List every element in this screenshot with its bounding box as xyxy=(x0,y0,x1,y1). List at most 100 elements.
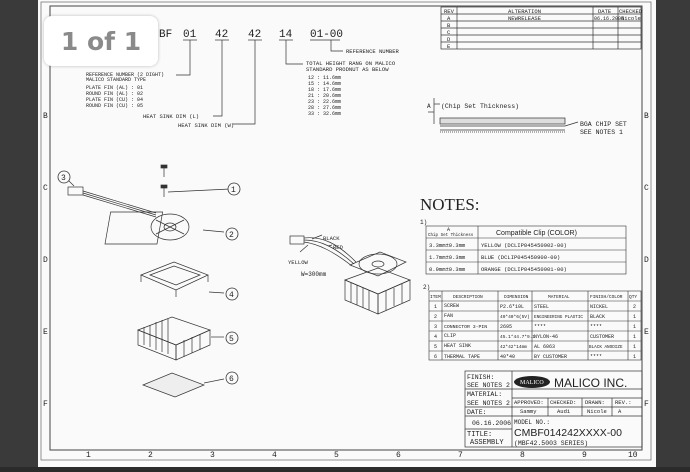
drawing-frame xyxy=(49,5,643,451)
bom-desc: CLIP xyxy=(444,333,456,339)
bom-finish: **** xyxy=(590,324,602,330)
bom-qty: 1 xyxy=(633,354,636,360)
thermal-tape xyxy=(142,372,225,398)
clip-table-thickness: 3.3mm±0.3mm xyxy=(429,242,466,249)
bom-item: 1 xyxy=(434,304,437,310)
finish-label: FINISH: xyxy=(467,374,494,381)
bom-qty: 2 xyxy=(633,304,636,310)
clip-table-clip: YELLOW (DCLIP045450902-00) xyxy=(481,242,567,249)
malico-logo: MALICO xyxy=(514,376,550,388)
model-label: MODEL NO.: xyxy=(514,419,550,426)
clip-table-thickness: 1.7mm±0.3mm xyxy=(429,254,466,261)
border-col-label: 3 xyxy=(210,451,215,460)
clip xyxy=(140,261,225,297)
title-block xyxy=(464,370,643,448)
balloon-3 xyxy=(57,170,71,184)
border-row-label: E xyxy=(43,328,48,337)
border-col-label: 10 xyxy=(628,451,638,460)
revision-header-date: DATE xyxy=(598,8,612,15)
balloon-label-4: 4 xyxy=(229,291,234,300)
border-col-label: 5 xyxy=(334,451,339,460)
bom-item: 6 xyxy=(434,354,437,360)
revision-header-checked: CHECKED xyxy=(619,8,643,15)
height-option: 21 : 20.6mm xyxy=(308,93,341,99)
bom-header: DESCRIPTION xyxy=(453,294,483,300)
balloon-label-1: 1 xyxy=(231,186,236,195)
part-code-segment: BF xyxy=(159,29,172,41)
border-row-label: F xyxy=(644,400,649,409)
border-row-label: C xyxy=(43,184,48,193)
wire-length: W=300mm xyxy=(301,271,327,278)
bom-dim: P2.6*10L xyxy=(500,304,524,310)
bom-mat: ENGINEERING PLASTIC xyxy=(534,315,583,320)
heat-sink-l-callout: HEAT SINK DIM (L) xyxy=(143,113,199,120)
approved-label: APPROVED: xyxy=(514,399,544,406)
bom-dim: 40*40 xyxy=(500,354,515,360)
viewer-background-left xyxy=(0,0,38,467)
heat-sink-w-callout: HEAT SINK DIM (W) xyxy=(178,122,234,129)
fin-type-callout: PLATE FIN (AL) : 01 xyxy=(86,85,143,91)
bom-dim: 40*40*6(5V) xyxy=(500,314,530,320)
border-col-label: 1 xyxy=(86,451,91,460)
border-col-label: 7 xyxy=(458,451,463,460)
revision-row-checked: Nicole xyxy=(621,15,641,22)
finish-value: SEE NOTES 2 xyxy=(467,382,510,389)
company-name: MALICO INC. xyxy=(554,376,627,390)
bom-qty: 1 xyxy=(633,314,636,320)
total-height-title: STANDARD PRODNUT AS BELOW xyxy=(306,66,389,73)
height-option: 28 : 27.6mm xyxy=(308,105,341,111)
bom-mat: STEEL xyxy=(534,304,549,310)
clip-table-clip: ORANGE (DCLIP045450901-00) xyxy=(481,266,567,273)
approved-value: Sammy xyxy=(520,408,537,415)
part-code: BF 01 42 42 14 01-00 xyxy=(159,29,343,125)
chip-thickness-label: (Chip Set Thickness) xyxy=(441,103,519,110)
title-label: TITLE: xyxy=(467,431,492,439)
bom-dim: 45.1*44.7*9.1 xyxy=(500,334,535,340)
bom-desc: THERMAL TAPE xyxy=(444,354,480,360)
material-value: SEE NOTES 2 xyxy=(467,400,510,407)
bom-finish: CUSTOMER xyxy=(590,334,614,340)
chip-set-detail xyxy=(428,98,579,133)
clip-table-header-thickness: Chip Set Thickness xyxy=(428,233,474,238)
model-number: CMBF014242XXXX-00 xyxy=(514,427,622,439)
revision-row-rev: E xyxy=(447,43,451,50)
checked-label: CHECKED: xyxy=(550,399,576,406)
date-value: 06.16.2006 xyxy=(472,420,511,427)
fin-type-callout: ROUND FIN (CU) : 05 xyxy=(86,103,143,109)
balloon-2 xyxy=(225,227,239,241)
revision-row-rev: C xyxy=(447,29,451,36)
bom-header: FINISH/COLOR xyxy=(590,294,623,300)
reference-number-callout: REFERENCE NUMBER xyxy=(346,48,400,55)
bom-dim: 2695 xyxy=(500,324,512,330)
bom-finish: BLACK xyxy=(590,314,605,320)
height-option: 18 : 17.6mm xyxy=(308,87,341,93)
fin-type-callout: PLATE FIN (CU) : 04 xyxy=(86,97,143,103)
revision-row-rev: D xyxy=(447,36,451,43)
chip-thickness-marker: A xyxy=(427,103,431,110)
heat-sink xyxy=(137,316,224,361)
bga-chip-label: SEE NOTES 1 xyxy=(580,129,623,136)
part-code-segment: 42 xyxy=(248,29,261,41)
screw xyxy=(160,164,231,197)
bom-row: 5 HEAT SINK 42*42*14mm AL 6063 BLACK ANO… xyxy=(434,343,636,350)
balloon-1 xyxy=(227,182,241,196)
exploded-view xyxy=(63,164,231,398)
height-option: 15 : 14.6mm xyxy=(308,81,341,87)
bom-qty: 1 xyxy=(633,334,636,340)
checked-value: Audi xyxy=(557,408,571,415)
drawing-sheet: 1 2 3 4 5 6 7 8 9 10 B C D E F B C D E F xyxy=(38,0,656,467)
fin-type-callout: MALICO STANDARD TYPE xyxy=(86,77,146,83)
note1-number: 1) xyxy=(420,219,427,226)
connector-3pin xyxy=(63,175,157,218)
border-row-label: E xyxy=(644,328,649,337)
part-code-segment: 14 xyxy=(279,29,293,41)
bom-finish: NICKEL xyxy=(590,304,608,310)
revision-header-rev: REV xyxy=(444,8,455,15)
clip-table-clip: BLUE (DCLIP045450900-00) xyxy=(481,254,560,261)
border-row-label: B xyxy=(644,112,649,121)
border-col-label: 4 xyxy=(272,451,277,460)
bom-row: 1 SCREW P2.6*10L STEEL NICKEL 2 xyxy=(434,303,636,310)
bom-header: DIMENSION xyxy=(504,294,529,300)
border-row-label: B xyxy=(43,112,48,121)
bom-desc: HEAT SINK xyxy=(444,343,471,349)
